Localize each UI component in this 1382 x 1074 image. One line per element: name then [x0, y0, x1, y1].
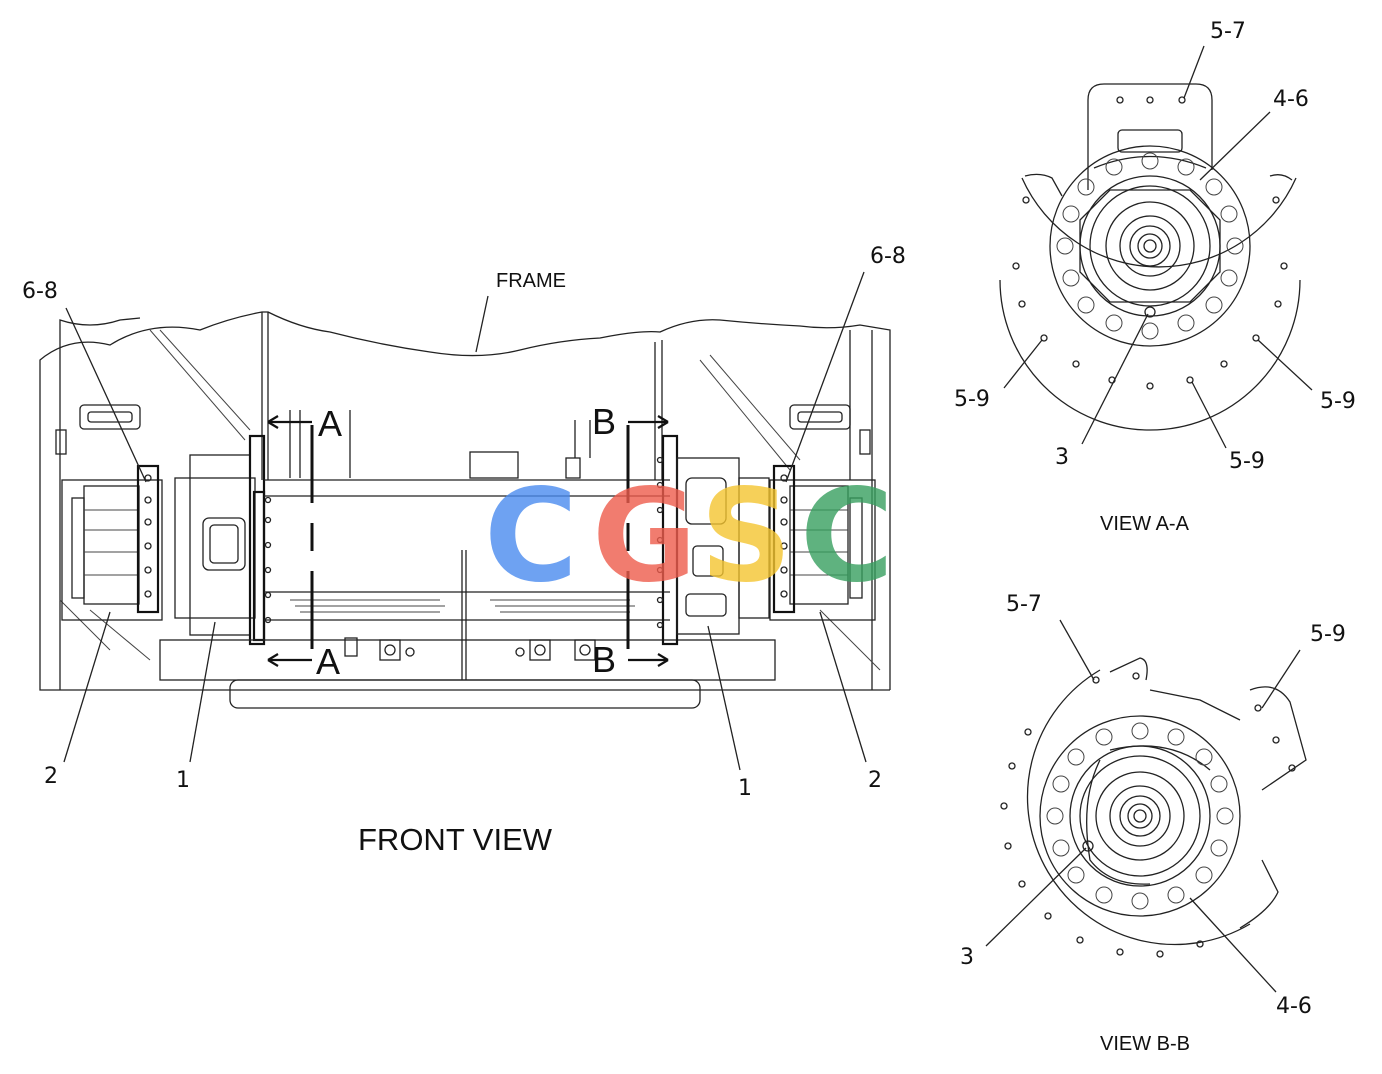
aa-callout-3: 3 [1055, 445, 1069, 470]
aa-callout-5-9-bottom: 5-9 [1229, 449, 1265, 474]
callout-right-6-8: 6-8 [870, 244, 906, 269]
view-aa-bolt-ring [1056, 152, 1244, 340]
watermark-letter-c1: C [484, 462, 578, 611]
aa-callout-5-9-right: 5-9 [1320, 389, 1356, 414]
bb-callout-5-9: 5-9 [1310, 622, 1346, 647]
cgsc-watermark: C G S C [484, 462, 894, 611]
front-view-caption: FRONT VIEW [358, 822, 553, 857]
view-bb-bolt-ring [1046, 722, 1234, 910]
watermark-letter-g: G [592, 462, 697, 611]
bb-callout-5-7: 5-7 [1006, 592, 1042, 617]
bb-callout-4-6: 4-6 [1276, 994, 1312, 1019]
callout-left-1: 1 [176, 768, 190, 793]
view-bb-caption: VIEW B-B [1100, 1033, 1190, 1055]
callout-left-2: 2 [44, 764, 58, 789]
section-b-bottom-label: B [592, 639, 616, 680]
watermark-letter-c2: C [800, 462, 894, 611]
view-bb-drawing [985, 619, 1307, 993]
view-aa-drawing [999, 45, 1313, 449]
section-a-top-label: A [318, 403, 342, 444]
callout-right-2: 2 [868, 768, 882, 793]
aa-callout-5-9-left: 5-9 [954, 387, 990, 412]
callout-left-6-8: 6-8 [22, 279, 58, 304]
frame-label: FRAME [496, 270, 566, 292]
aa-callout-5-7: 5-7 [1210, 19, 1246, 44]
bb-callout-3: 3 [960, 945, 974, 970]
callout-right-1: 1 [738, 776, 752, 801]
view-aa-caption: VIEW A-A [1100, 513, 1190, 535]
section-a-bottom-label: A [316, 641, 340, 682]
section-b-top-label: B [592, 401, 616, 442]
watermark-letter-s: S [700, 462, 792, 611]
aa-callout-4-6: 4-6 [1273, 87, 1309, 112]
front-view-drawing [39, 271, 891, 771]
